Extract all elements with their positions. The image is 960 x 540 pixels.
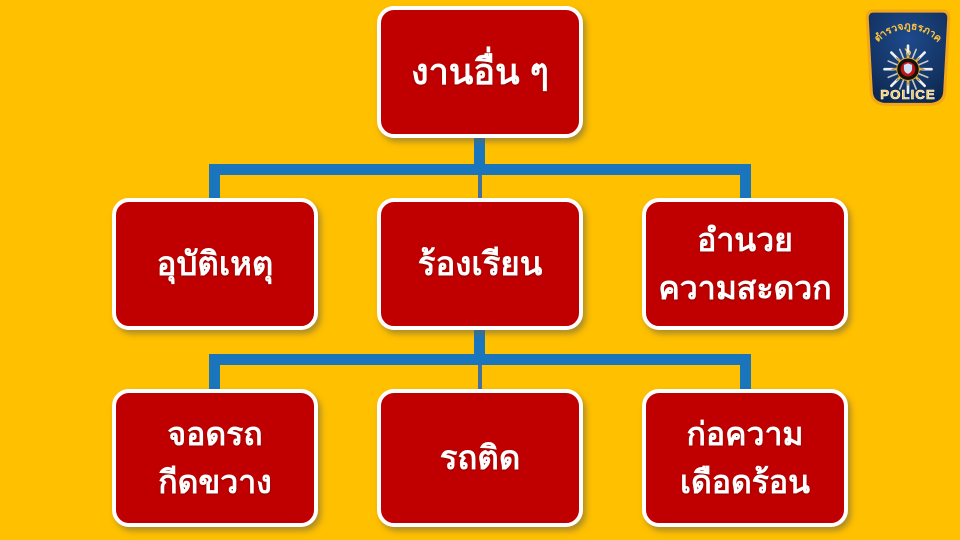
connector-l2-horizontal xyxy=(209,164,751,175)
node-label: ก่อความ xyxy=(686,416,804,452)
node-other-tasks: งานอื่น ๆ xyxy=(377,6,583,138)
node-label: รถติด xyxy=(439,439,521,477)
node-label-line2: ความสะดวก xyxy=(658,270,832,306)
police-badge-logo: ตำรวจภูธรภาค ๖ xyxy=(862,8,954,110)
police-badge-star-icon xyxy=(883,44,933,94)
node-label: ร้องเรียน xyxy=(417,245,543,283)
node-traffic-jam: รถติด xyxy=(377,389,583,527)
node-label: อุบัติเหตุ xyxy=(156,245,274,283)
node-parking-obstruction: จอดรถ กีดขวาง xyxy=(112,389,318,527)
node-label: จอดรถ xyxy=(167,416,263,452)
connector-l2-right-stub xyxy=(740,164,751,200)
connector-l3-horizontal xyxy=(209,354,751,365)
badge-police-text: POLICE xyxy=(880,87,935,102)
node-accident: อุบัติเหตุ xyxy=(112,198,318,330)
node-label: อำนวย xyxy=(697,222,793,258)
node-complaint: ร้องเรียน xyxy=(377,198,583,330)
node-label-line2: เดือดร้อน xyxy=(680,464,810,500)
connector-l3-right-stub xyxy=(740,354,751,391)
connector-root-drop xyxy=(474,136,485,169)
connector-l3-center-thin xyxy=(478,365,482,391)
connector-l2-left-stub xyxy=(209,164,220,200)
node-label-line2: กีดขวาง xyxy=(158,464,272,500)
connector-l2-center-thin xyxy=(478,175,482,200)
police-badge-icon: ตำรวจภูธรภาค ๖ xyxy=(865,9,951,106)
node-facilitation: อำนวย ความสะดวก xyxy=(642,198,848,330)
node-label: งานอื่น ๆ xyxy=(411,51,549,92)
connector-complaint-drop xyxy=(474,328,485,361)
node-nuisance: ก่อความ เดือดร้อน xyxy=(642,389,848,527)
connector-l3-left-stub xyxy=(209,354,220,391)
